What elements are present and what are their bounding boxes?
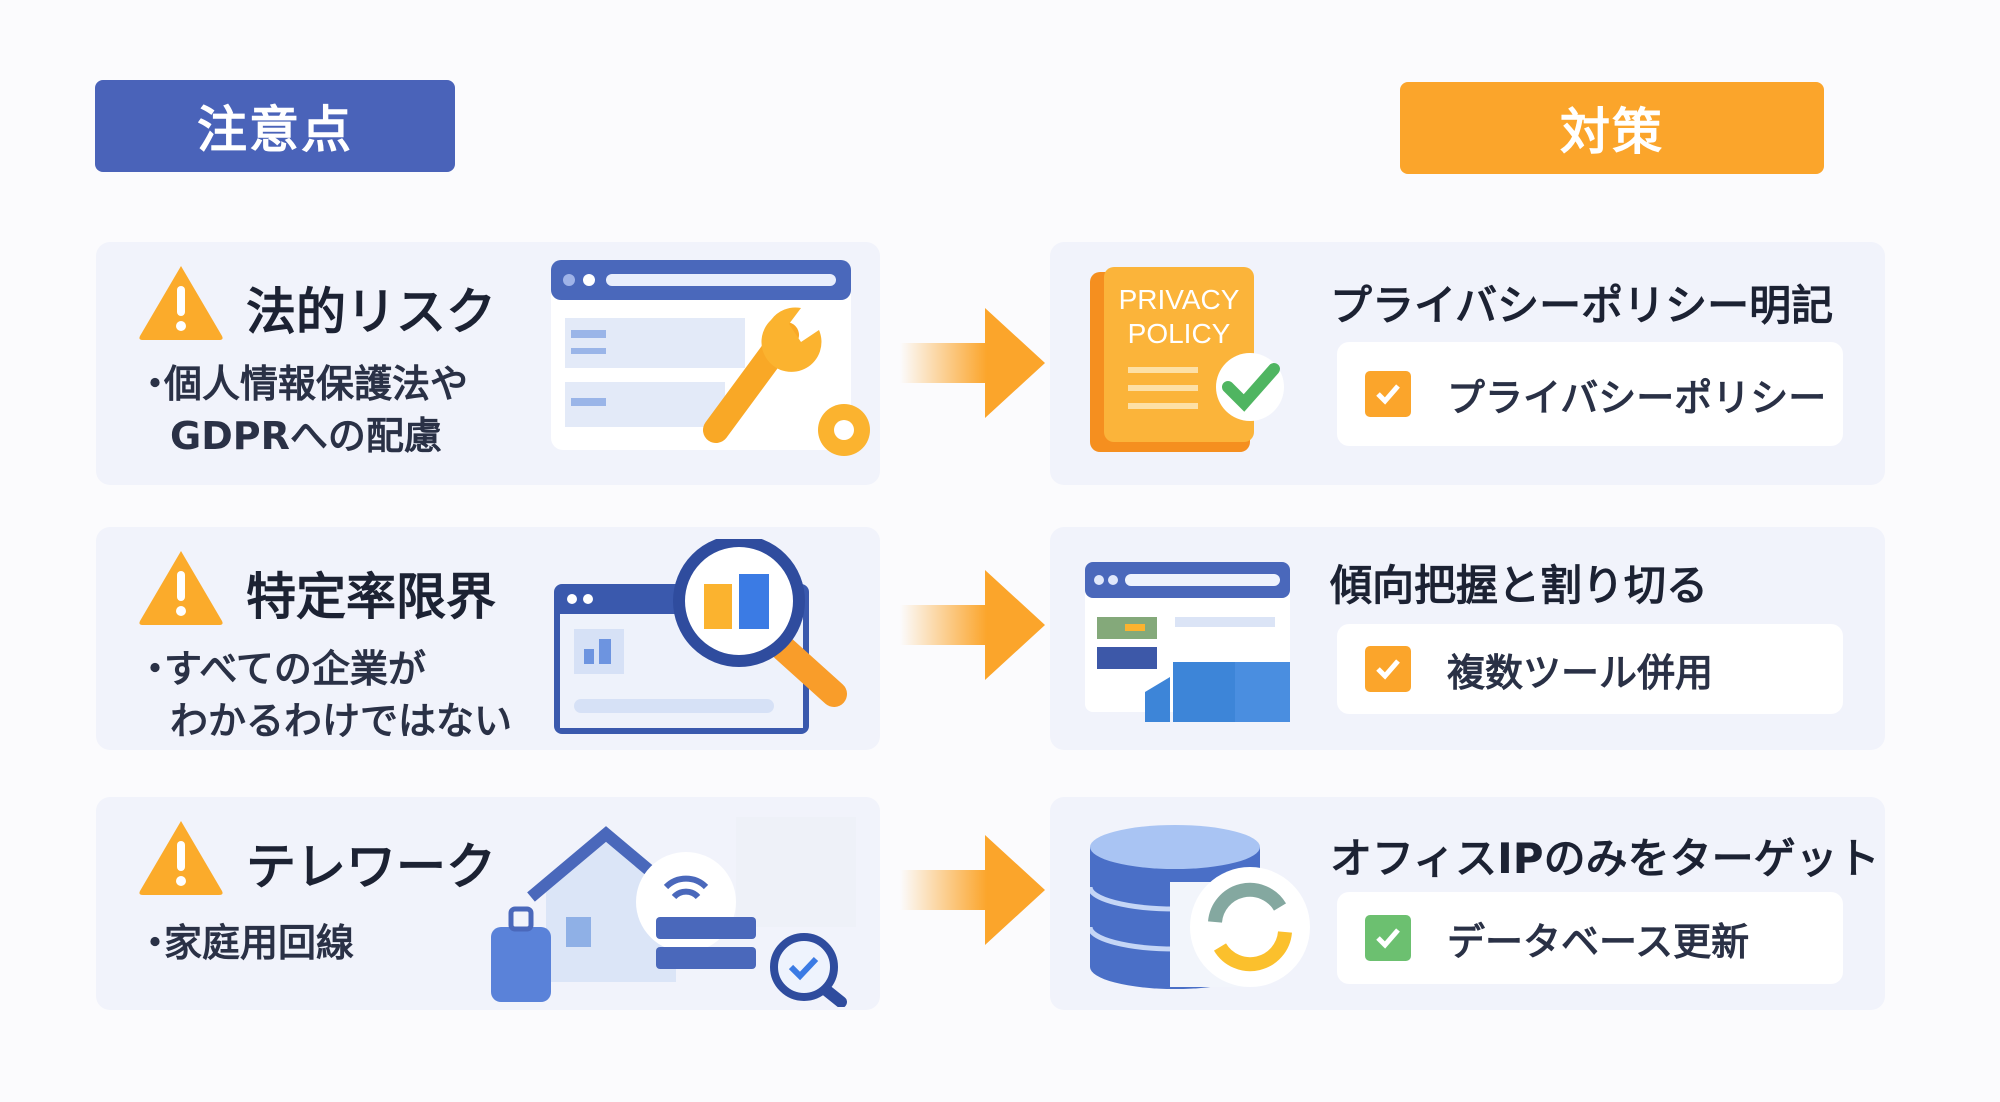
bullet-marker: ・ — [136, 921, 175, 965]
check-item-label: プライバシーポリシー — [1447, 375, 1827, 420]
header-cautions-label: 注意点 — [197, 101, 353, 159]
checkbox-checked-icon — [1365, 915, 1411, 961]
measure-card-office-ip: オフィスIPのみをターゲット データベース更新 — [1050, 797, 1885, 1010]
book-label-line-2: POLICY — [1128, 318, 1231, 349]
risk-bullet: ・すべての企業がわかるわけではない — [136, 643, 512, 747]
bullet-line-2: GDPRへの配慮 — [170, 414, 442, 458]
book-label-line-1: PRIVACY — [1119, 284, 1240, 315]
warning-icon — [139, 266, 223, 340]
risk-card-legal: 法的リスク ・個人情報保護法や GDPRへの配慮 — [96, 242, 880, 485]
browser-tools-illustration — [1085, 562, 1290, 722]
risk-title: 特定率限界 — [246, 568, 496, 626]
checkbox-checked-icon — [1365, 371, 1411, 417]
risk-title: 法的リスク — [246, 283, 496, 341]
arrow-right-icon — [900, 308, 1045, 418]
measure-card-privacy: PRIVACY POLICY プライバシーポリシー明記 プライバシーポリシー — [1050, 242, 1885, 485]
header-cautions: 注意点 — [95, 80, 455, 172]
home-network-illustration — [491, 817, 856, 1007]
check-item: 複数ツール併用 — [1337, 624, 1843, 714]
bullet-line-1: すべての企業が — [164, 647, 426, 691]
risk-bullet: ・個人情報保護法や GDPRへの配慮 — [136, 358, 468, 462]
bullet-line-1: 家庭用回線 — [164, 921, 355, 965]
privacy-policy-book-illustration: PRIVACY POLICY — [1090, 267, 1284, 452]
checkbox-checked-icon — [1365, 646, 1411, 692]
browser-magnifier-illustration — [554, 539, 847, 734]
bullet-marker: ・ — [136, 647, 175, 691]
warning-icon — [139, 821, 223, 895]
browser-wrench-illustration — [551, 260, 870, 456]
measure-title: プライバシーポリシー明記 — [1330, 281, 1834, 330]
measure-card-trend: 傾向把握と割り切る 複数ツール併用 — [1050, 527, 1885, 750]
bullet-line-1: 個人情報保護法や — [164, 362, 469, 406]
check-item-label: 複数ツール併用 — [1447, 650, 1714, 695]
check-item: プライバシーポリシー — [1337, 342, 1843, 446]
measure-title: オフィスIPのみをターゲット — [1330, 834, 1880, 883]
warning-icon — [139, 551, 223, 625]
risk-title: テレワーク — [246, 838, 496, 896]
risk-card-identification: 特定率限界 ・すべての企業がわかるわけではない — [96, 527, 880, 750]
risk-bullet: ・家庭用回線 — [136, 917, 354, 969]
header-countermeasures: 対策 — [1400, 82, 1824, 174]
measure-title: 傾向把握と割り切る — [1330, 561, 1709, 610]
check-item-label: データベース更新 — [1447, 919, 1750, 964]
header-countermeasures-label: 対策 — [1560, 103, 1664, 161]
arrow-right-icon — [900, 570, 1045, 680]
database-refresh-illustration — [1090, 825, 1310, 989]
bullet-marker: ・ — [136, 362, 175, 406]
arrow-right-icon — [900, 835, 1045, 945]
bullet-line-2: わかるわけではない — [170, 699, 513, 743]
risk-card-telework: テレワーク ・家庭用回線 — [96, 797, 880, 1010]
check-item: データベース更新 — [1337, 892, 1843, 984]
